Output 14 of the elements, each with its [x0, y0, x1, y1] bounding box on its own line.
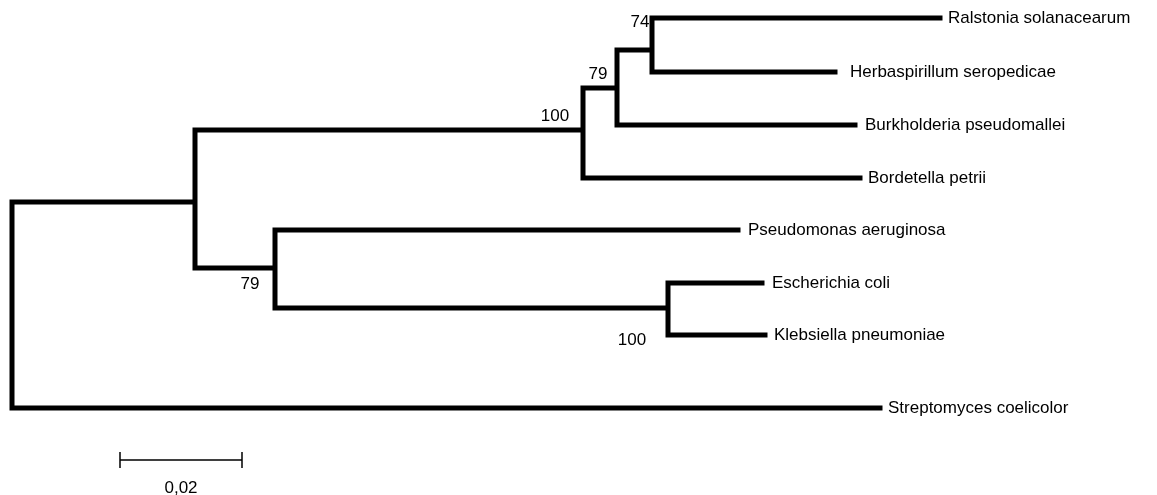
taxon-label: Herbaspirillum seropedicae [850, 62, 1056, 82]
taxon-label: Burkholderia pseudomallei [865, 115, 1066, 135]
taxon-label: Bordetella petrii [868, 168, 987, 188]
bootstrap-value: 79 [240, 274, 260, 294]
taxon-label: Escherichia coli [772, 273, 891, 293]
taxon-label: Streptomyces coelicolor [888, 398, 1069, 418]
scale-value: 0,02 [164, 478, 198, 495]
bootstrap-value: 100 [617, 330, 647, 350]
taxon-label: Klebsiella pneumoniae [774, 325, 946, 345]
taxon-label: Ralstonia solanacearum [948, 8, 1131, 28]
bootstrap-value: 79 [588, 64, 608, 84]
taxon-label: Pseudomonas aeruginosa [748, 220, 946, 240]
bootstrap-value: 74 [630, 12, 650, 32]
bootstrap-value: 100 [540, 106, 570, 126]
